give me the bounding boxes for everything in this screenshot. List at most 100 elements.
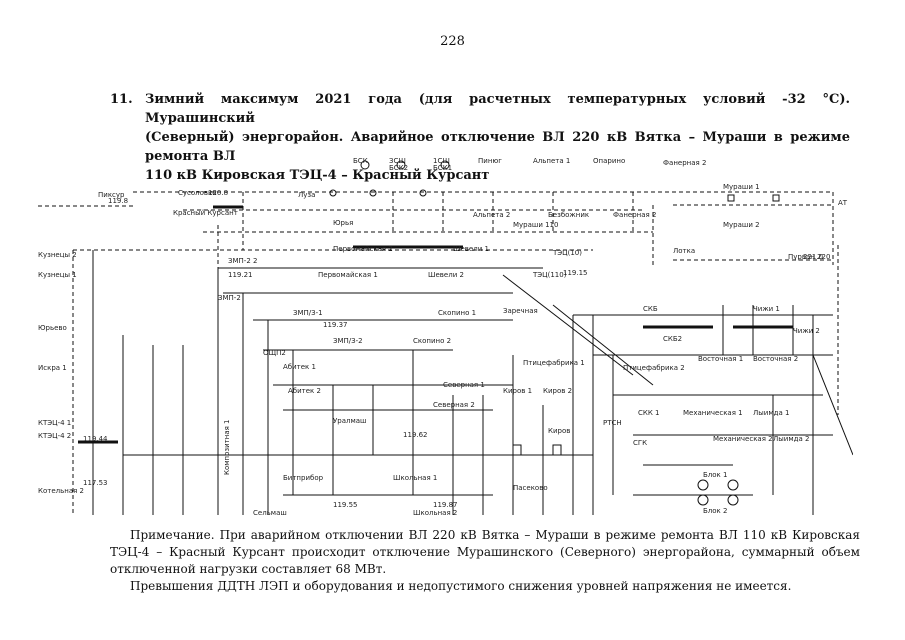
label-kotel: Котельная 2 (38, 487, 84, 495)
label-kirov: Киров (548, 427, 570, 435)
label-kirov2: Киров 2 (543, 387, 572, 395)
label-pervomaiskaya2: Первомайская 2 (333, 245, 393, 253)
label-kompozitnaya: Композитная 1 (223, 420, 231, 476)
label-krasny-kursant: Красный Курсант (173, 209, 238, 217)
label-tec10: ТЭЦ(10) (552, 249, 582, 257)
value-label: 120.8 (208, 189, 228, 197)
page-number: 228 (440, 34, 465, 49)
label-murashi1: Мураши 1 (723, 183, 760, 191)
label-ktec: КТЭЦ-4 2 (38, 432, 71, 440)
value-label: 119.55 (333, 501, 358, 509)
section-title-line: 110 кВ Кировская ТЭЦ-4 – Красный Курсант (145, 168, 490, 183)
label-abitek1: Абитек 1 (283, 363, 316, 371)
label-kuzhenery: Кузнецы 2 (38, 251, 77, 259)
label-zmp31: ЗМП/З-1 (293, 309, 323, 317)
value-label: 221.0 (803, 253, 823, 261)
label-bezbozhnik: Безбожник (548, 211, 589, 219)
label-lyimda1: Лыимда 1 (753, 409, 789, 417)
label-bsk2: БСК2 (389, 164, 408, 172)
label-skb: СКБ (643, 305, 658, 313)
section-title-line: Зимний максимум 2021 года (для расчетных… (145, 92, 850, 126)
label-bsk: БСК (353, 157, 368, 165)
label-block2: Блок 2 (703, 507, 727, 515)
label-alpeta1: Альпета 1 (533, 157, 570, 165)
power-grid-svg: БСК ЗСШ БСК2 1СШ БСК1 Пинюг Альпета 1 Оп… (38, 157, 853, 517)
label-yuria: Юрья (333, 219, 353, 227)
label-murashi110: Мураши 110 (513, 221, 558, 229)
value-label: 119.62 (403, 431, 428, 439)
note-block: Примечание. При аварийном отключении ВЛ … (110, 527, 860, 595)
label-severnaya2: Северная 2 (433, 401, 475, 409)
label-zmp22: ЗМП-2 2 (228, 257, 257, 265)
label-kuzhenery1: Кузнецы 1 (38, 271, 77, 279)
label-oparino: Опарино (593, 157, 625, 165)
label-sgk: СГК (633, 439, 647, 447)
diagram-labels: БСК ЗСШ БСК2 1СШ БСК1 Пинюг Альпета 1 Оп… (38, 157, 848, 517)
label-iskra1: Искра 1 (38, 364, 67, 372)
label-lotka: Лотка (673, 247, 695, 255)
grid-lines (38, 191, 853, 515)
label-shevely1: Шевели 1 (453, 245, 489, 253)
value-label: 119.44 (83, 435, 108, 443)
equipment-symbols (329, 160, 780, 506)
label-oshch2: ОЩП2 (263, 349, 286, 357)
label-ptitsefabrika1: Птицефабрика 1 (523, 359, 585, 367)
label-mehanicheskaya2: Механическая 2 (713, 435, 773, 443)
label-tec110: ТЭЦ(110) (532, 271, 567, 279)
label-alpeta2: Альпета 2 (473, 211, 510, 219)
label-ktec1: КТЭЦ-4 1 (38, 419, 71, 427)
section-title-line: (Северный) энергорайон. Аварийное отключ… (145, 130, 850, 164)
label-zsh: ЗСШ (389, 157, 406, 165)
section-heading: 11. Зимний максимум 2021 года (для расче… (110, 90, 850, 185)
label-at: АТ (838, 199, 848, 207)
label-block1: Блок 1 (703, 471, 727, 479)
label-rtsn: РТСН (603, 419, 622, 427)
label-fanernaya2: Фанерная 2 (613, 211, 656, 219)
note-paragraph: Превышения ДДТН ЛЭП и оборудования и нед… (130, 579, 792, 593)
label-zmp2: ЗМП-2 (218, 294, 241, 302)
label-skk1: СКК 1 (638, 409, 660, 417)
label-lyimda2: Лыимда 2 (773, 435, 809, 443)
label-severnaya1: Северная 1 (443, 381, 485, 389)
value-label: 119.21 (228, 271, 253, 279)
label-pervomaiskaya1: Первомайская 1 (318, 271, 378, 279)
value-label: 119.37 (323, 321, 348, 329)
value-label: 119.8 (108, 197, 128, 205)
label-skopino2: Скопино 2 (413, 337, 451, 345)
label-shkolnaya1: Школьная 1 (393, 474, 437, 482)
note-paragraph: Примечание. При аварийном отключении ВЛ … (110, 528, 860, 576)
label-chizhi2: Чижи 2 (793, 327, 820, 335)
label-luza: Луза (298, 191, 315, 199)
label-bsk1: БСК1 (433, 164, 452, 172)
label-uralmash: Уралмаш (333, 417, 366, 425)
label-vostochnaya2: Восточная 2 (753, 355, 798, 363)
label-shkolnaya2: Школьная 2 (413, 509, 457, 517)
label-bitprobor: Битприбор (283, 474, 324, 482)
value-label: 119.15 (563, 269, 588, 277)
label-fanernaya: Фанерная 2 (663, 159, 706, 167)
label-vostochnaya1: Восточная 1 (698, 355, 743, 363)
label-ptitsefabrika2: Птицефабрика 2 (623, 364, 685, 372)
label-chizhi1: Чижи 1 (753, 305, 780, 313)
label-selmash: Сельмаш (253, 509, 287, 517)
label-zarechnaya: Заречная (503, 307, 538, 315)
label-piksur: Пиксур (98, 191, 125, 199)
section-title: Зимний максимум 2021 года (для расчетных… (145, 90, 850, 185)
label-kirov1: Киров 1 (503, 387, 532, 395)
label-mehanicheskaya1: Механическая 1 (683, 409, 743, 417)
label-skb2: СКБ2 (663, 335, 682, 343)
value-label: 117.53 (83, 479, 108, 487)
label-abitek2: Абитек 2 (288, 387, 321, 395)
label-yurevo: Юрьево (38, 324, 67, 332)
label-skopino1: Скопино 1 (438, 309, 476, 317)
power-grid-diagram: БСК ЗСШ БСК2 1СШ БСК1 Пинюг Альпета 1 Оп… (33, 155, 853, 523)
label-pinyug: Пинюг (478, 157, 502, 165)
section-number: 11. (110, 92, 133, 107)
label-purvan: Пурван 220 (788, 253, 830, 261)
label-pasekovo: Пасеково (513, 484, 548, 492)
label-shevely2: Шевели 2 (428, 271, 464, 279)
label-susolovka: Сусоловка (178, 189, 217, 197)
label-1sh: 1СШ (433, 157, 450, 165)
label-murashi2: Мураши 2 (723, 221, 760, 229)
value-label: 119.87 (433, 501, 458, 509)
